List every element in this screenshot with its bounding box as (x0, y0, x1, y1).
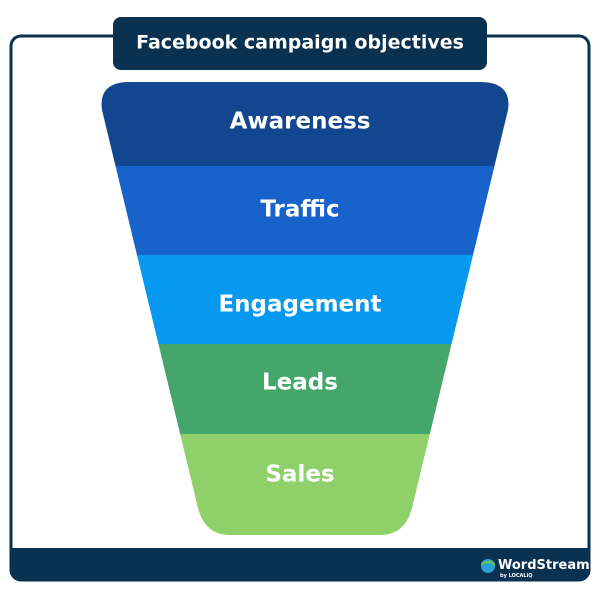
brand-name: WordStream (498, 558, 590, 573)
brand-sub: by LOCALiQ (500, 573, 533, 579)
footer-band (11, 548, 589, 580)
stage-label: Leads (262, 370, 338, 396)
stage-label: Engagement (218, 292, 381, 318)
stage-label: Awareness (230, 109, 371, 135)
funnel-stage-engagement (101, 255, 509, 344)
wordstream-logo: WordStream by LOCALiQ (481, 558, 590, 579)
title: Facebook campaign objectives (136, 32, 464, 54)
stage-label: Traffic (260, 197, 339, 223)
funnel-stage-traffic (101, 166, 509, 255)
title-box (113, 17, 487, 70)
stage-label: Sales (265, 462, 334, 488)
funnel-stage-awareness (101, 82, 509, 166)
